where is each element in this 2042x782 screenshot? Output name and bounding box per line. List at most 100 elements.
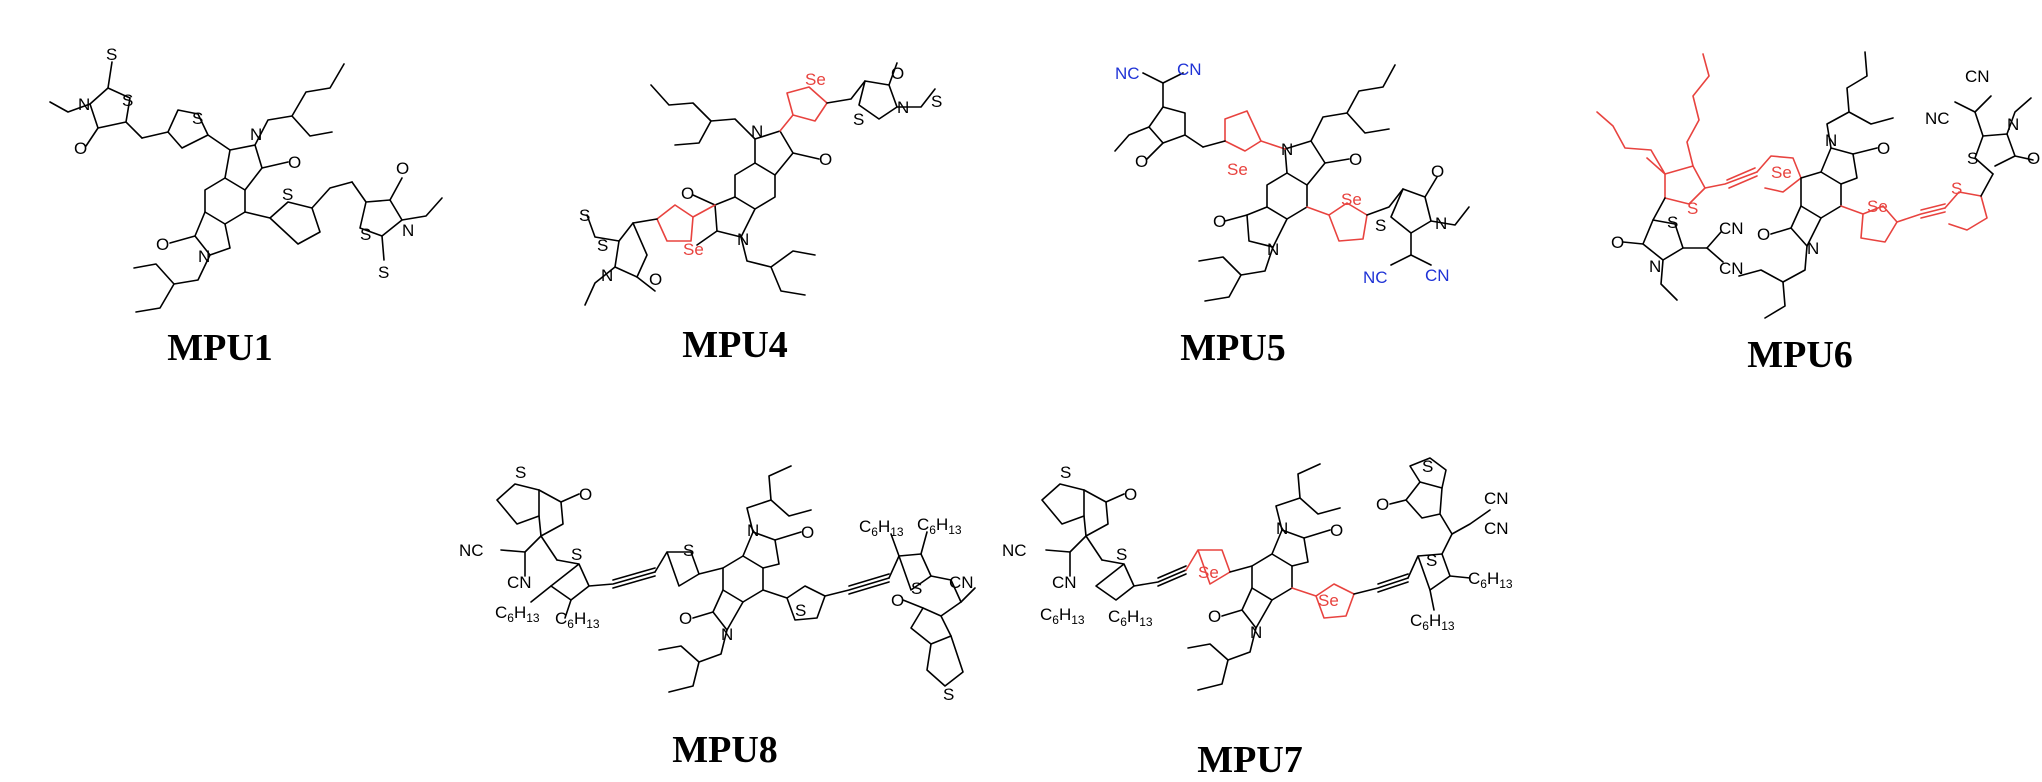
atom-label: O	[1611, 233, 1624, 252]
atom-label: N	[2007, 115, 2019, 134]
atom-label: N	[250, 125, 262, 144]
atom-label: O	[2027, 149, 2040, 168]
atom-label: S	[192, 109, 203, 128]
atom-label-hexyl: C6H13	[1108, 607, 1153, 629]
atom-label-hexyl: C6H13	[1468, 569, 1513, 591]
atom-label: S	[122, 91, 133, 110]
atom-label-cn: NC	[1115, 64, 1140, 83]
atom-label: S	[378, 263, 389, 282]
caption-mpu4: MPU4	[682, 324, 788, 366]
atom-label-se: Se	[805, 70, 826, 89]
atom-label: O	[74, 139, 87, 158]
structure-mpu5: NC CN O Se N O O N Se O S N NC CN	[1085, 55, 1505, 325]
structure-mpu1: S S N O S N O O N S O S N S	[30, 40, 500, 320]
atom-label: O	[679, 609, 692, 628]
atom-label-cn: CN	[1052, 573, 1077, 592]
atom-label: O	[1431, 162, 1444, 181]
atom-label-se: Se	[683, 240, 704, 259]
atom-label: N	[402, 221, 414, 240]
atom-label: N	[1825, 131, 1837, 150]
atom-label: N	[1807, 239, 1819, 258]
atom-label: N	[737, 230, 749, 249]
atom-label: S	[515, 463, 526, 482]
atom-label-cn: NC	[1925, 109, 1950, 128]
caption-mpu6: MPU6	[1747, 334, 1853, 376]
atom-label-cn: CN	[1719, 259, 1744, 278]
structure-mpu8: S O NC CN S C6H13 C6H13 S N O O N S C6H1…	[455, 460, 976, 720]
atom-label: S	[1116, 545, 1127, 564]
atom-label-s: S	[1687, 199, 1698, 218]
atom-label: O	[1213, 212, 1226, 231]
atom-label-cn: CN	[1177, 60, 1202, 79]
atom-label: O	[1208, 607, 1221, 626]
atom-label: S	[853, 110, 864, 129]
atom-label: O	[891, 591, 904, 610]
atom-label-cn: CN	[949, 573, 974, 592]
atom-label: S	[1967, 149, 1978, 168]
atom-label: O	[156, 235, 169, 254]
caption-mpu7: MPU7	[1197, 739, 1303, 781]
atom-label: O	[1124, 485, 1137, 504]
atom-label-hexyl: C6H13	[1040, 605, 1085, 627]
atom-label-hexyl: C6H13	[917, 515, 962, 537]
atom-label-hexyl: C6H13	[495, 603, 540, 625]
atom-label: O	[288, 153, 301, 172]
atom-label-cn: CN	[1719, 219, 1744, 238]
atom-label-se: Se	[1318, 591, 1339, 610]
atom-label: N	[1649, 257, 1661, 276]
atom-label: S	[1060, 463, 1071, 482]
atom-label: N	[1435, 214, 1447, 233]
atom-label-se: Se	[1227, 160, 1248, 179]
atom-label: S	[571, 545, 582, 564]
atom-label-cn: NC	[1002, 541, 1027, 560]
atom-label: S	[911, 579, 922, 598]
atom-label-cn: NC	[459, 541, 484, 560]
atom-label: S	[795, 601, 806, 620]
atom-label: O	[1376, 495, 1389, 514]
atom-label: O	[1330, 521, 1343, 540]
atom-label-hexyl: C6H13	[555, 609, 600, 631]
atom-label-se: Se	[1867, 197, 1888, 216]
atom-label-hexyl: C6H13	[859, 517, 904, 539]
atom-label-cn: CN	[507, 573, 532, 592]
atom-label: O	[891, 64, 904, 83]
caption-mpu5: MPU5	[1180, 327, 1286, 369]
atom-label: S	[943, 685, 954, 704]
atom-label: S	[1426, 551, 1437, 570]
mpu1-drawing: S S N O S N O O N S O S N S	[49, 45, 443, 313]
atom-label: S	[683, 541, 694, 560]
atom-label-cn: CN	[1484, 519, 1509, 538]
atom-label: O	[681, 184, 694, 203]
mpu8-drawing: S O NC CN S C6H13 C6H13 S N O O N S C6H1…	[459, 463, 976, 704]
atom-label: N	[1267, 240, 1279, 259]
atom-label: N	[747, 521, 759, 540]
atom-label-se: Se	[1771, 163, 1792, 182]
mpu4-drawing: Se O N S S N O O N Se S S N O	[579, 62, 942, 306]
atom-label: O	[1877, 139, 1890, 158]
atom-label-se: Se	[1198, 563, 1219, 582]
atom-label: S	[282, 185, 293, 204]
atom-label-s: S	[1951, 179, 1962, 198]
atom-label: N	[198, 247, 210, 266]
atom-label: S	[1667, 213, 1678, 232]
atom-label: S	[597, 236, 608, 255]
atom-label: N	[78, 95, 90, 114]
caption-mpu8: MPU8	[672, 729, 778, 771]
atom-label: N	[1276, 519, 1288, 538]
atom-label: S	[1422, 457, 1433, 476]
atom-label: N	[721, 625, 733, 644]
atom-label-cn: CN	[1965, 67, 1990, 86]
atom-label: O	[579, 485, 592, 504]
structure-mpu4: Se O N S S N O O N Se S S N O	[575, 55, 965, 320]
atom-label-cn: CN	[1425, 266, 1450, 285]
atom-label: N	[1281, 140, 1293, 159]
atom-label: N	[751, 122, 763, 141]
atom-label: N	[1250, 623, 1262, 642]
atom-label: N	[897, 98, 909, 117]
atom-label: S	[931, 92, 942, 111]
atom-label: S	[1375, 216, 1386, 235]
atom-label: S	[579, 206, 590, 225]
atom-label: S	[360, 225, 371, 244]
atom-label-cn: CN	[1484, 489, 1509, 508]
structure-mpu7: S O NC CN S C6H13 C6H13 Se N O O N Se S …	[990, 457, 1513, 720]
